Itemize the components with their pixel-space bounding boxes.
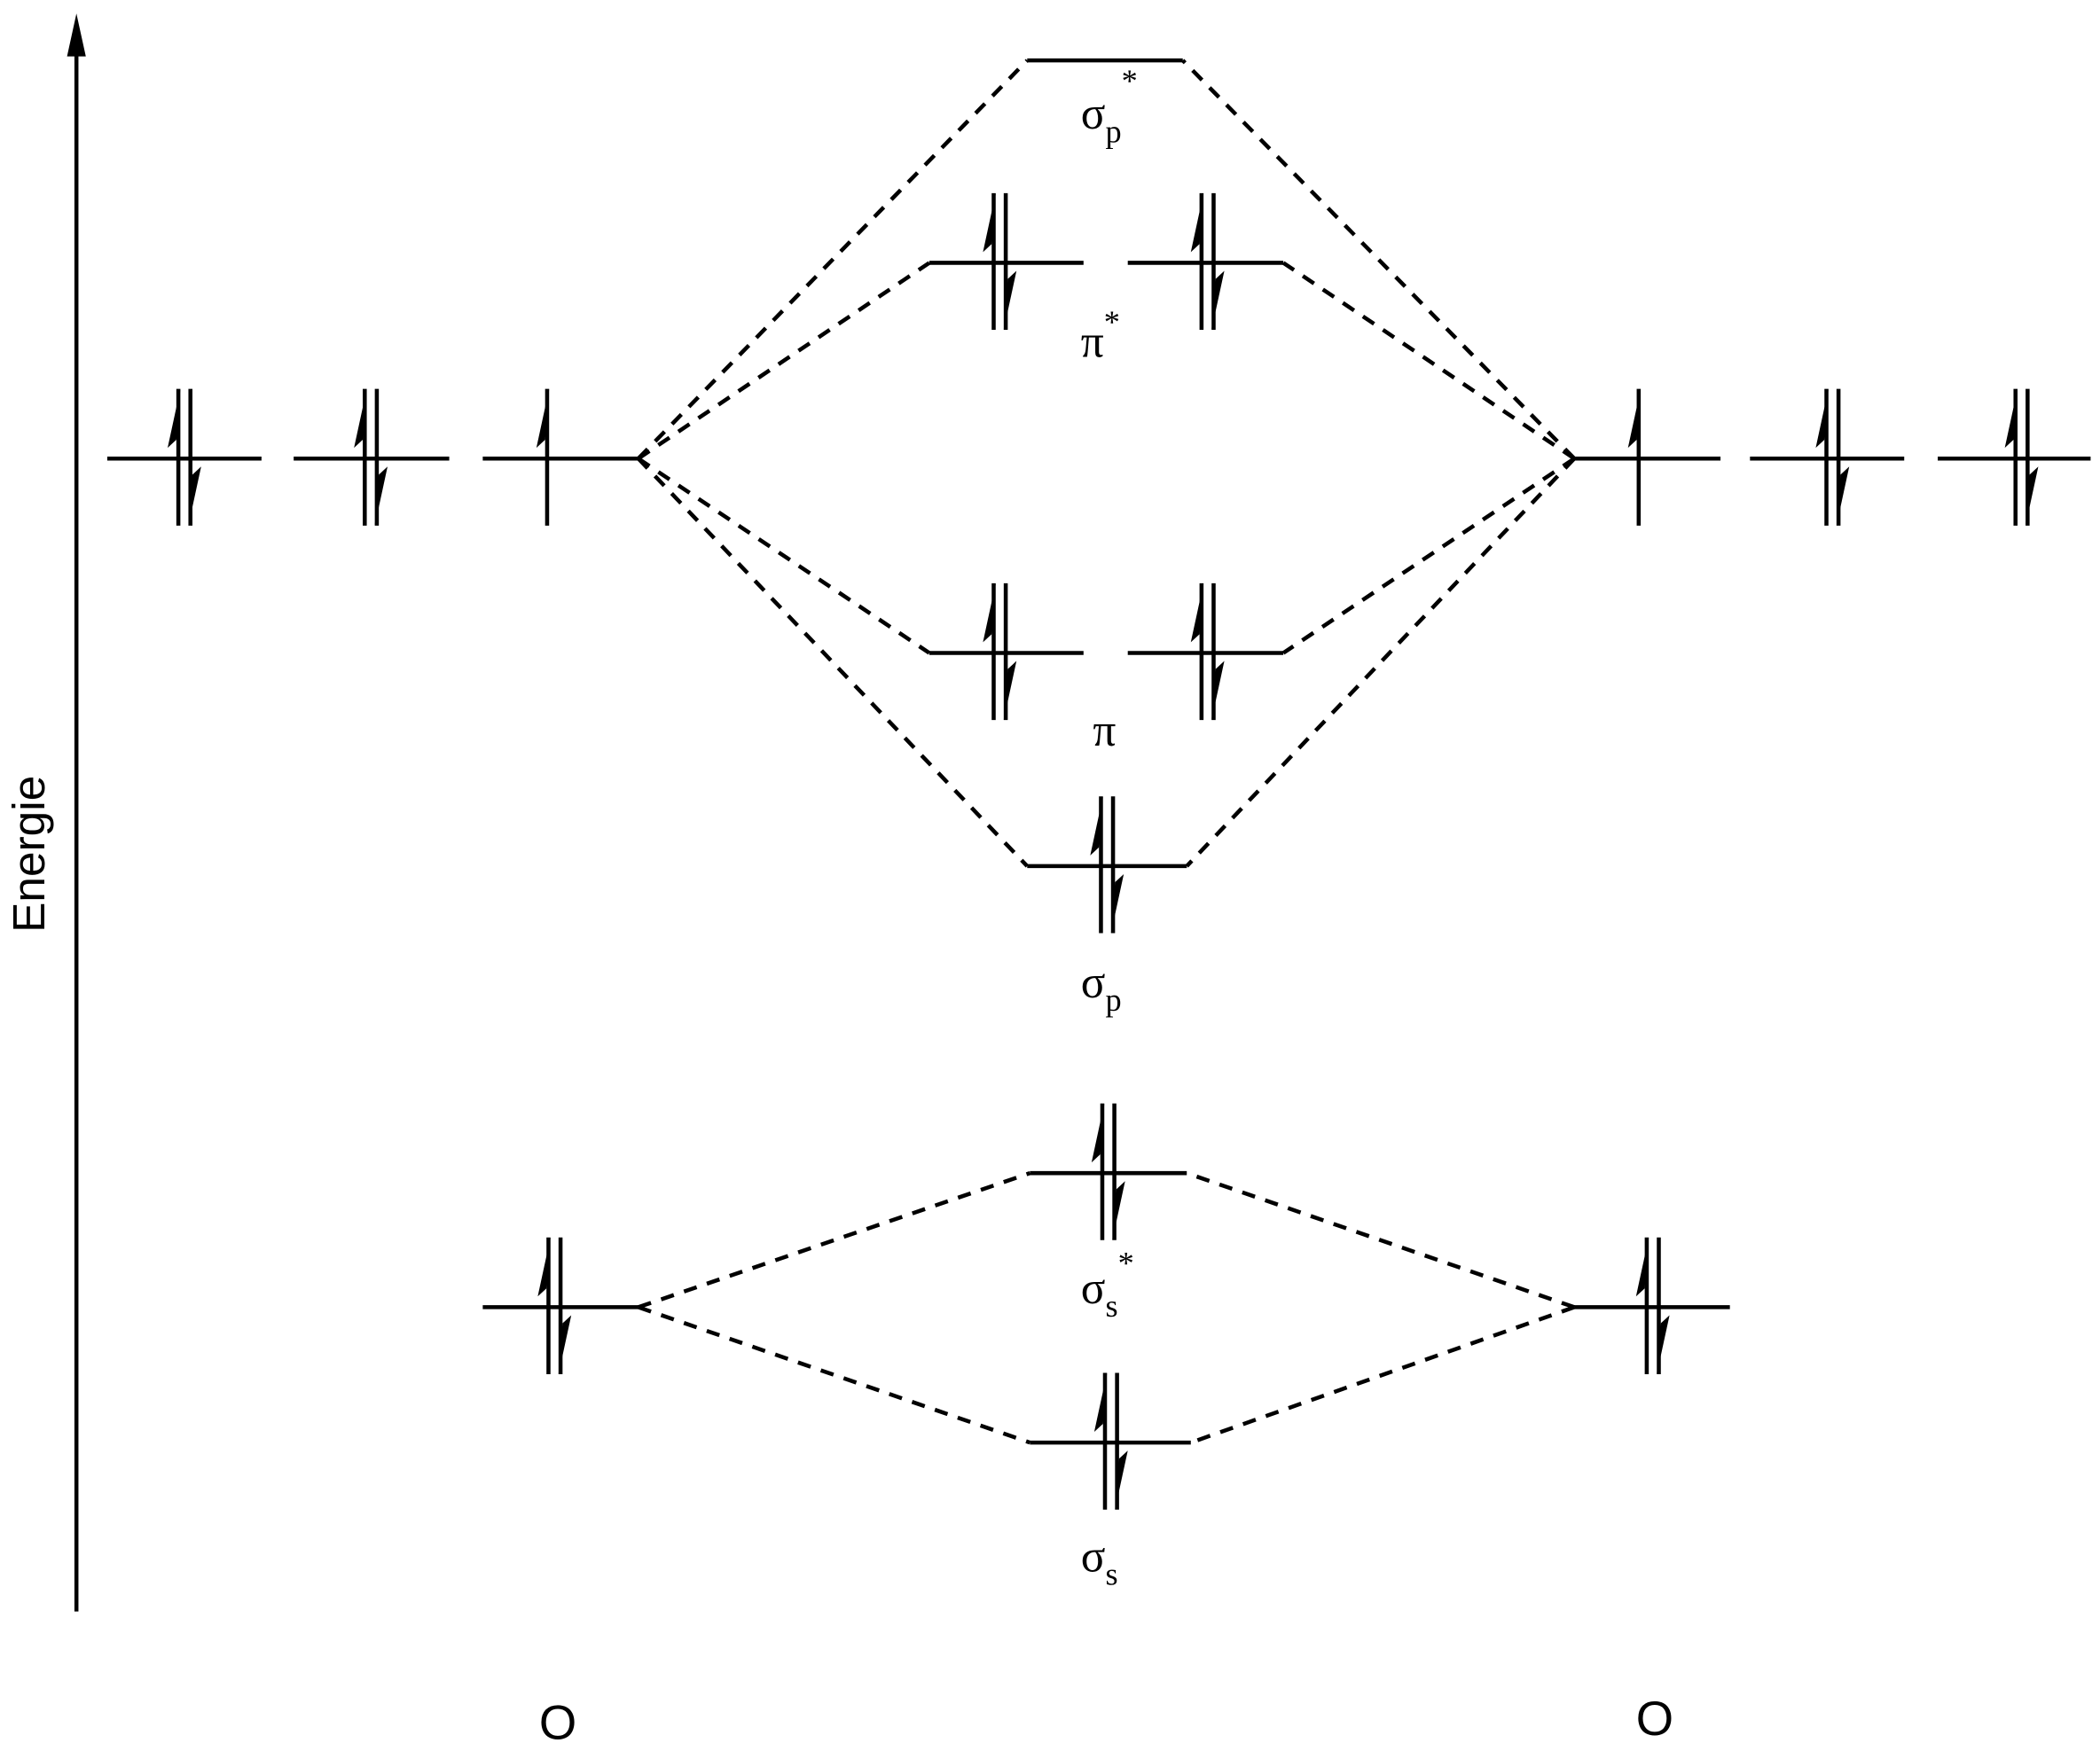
correlation-dashed-line [1181, 59, 1576, 460]
spin-up-arrow-icon [354, 388, 367, 449]
atom-label-right: O [1636, 1692, 1673, 1746]
label-sigma-s: σs [1081, 1531, 1118, 1591]
spin-up-arrow-icon [1190, 192, 1204, 253]
right-2p-orbital [1574, 388, 1721, 526]
pi-star-orbital-1 [929, 192, 1084, 331]
sigma-s-star-orbital [1030, 1103, 1187, 1240]
label-sigma-p: σp [1081, 958, 1122, 1018]
correlation-dashed-line [638, 1305, 1031, 1445]
correlation-dashed-line [637, 261, 931, 461]
correlation-lines [637, 59, 1576, 1445]
pi-star-orbital-2 [1127, 192, 1284, 331]
correlation-dashed-line [1281, 457, 1576, 655]
right-2s-orbital [1574, 1237, 1730, 1375]
label-pi: π [1093, 706, 1116, 756]
spin-up-arrow-icon [1627, 388, 1642, 449]
right-2p-orbital [1938, 388, 2091, 526]
atom-label-left: O [539, 1695, 576, 1749]
spin-up-arrow-icon [2004, 388, 2018, 449]
spin-up-arrow-icon [1091, 1103, 1105, 1163]
spin-up-arrow-icon [1815, 388, 1829, 449]
correlation-dashed-line [638, 1171, 1031, 1309]
correlation-dashed-line [1186, 1171, 1575, 1309]
spin-up-arrow-icon [1090, 796, 1103, 856]
spin-up-arrow-icon [1093, 1372, 1108, 1433]
left-2p-orbital [482, 388, 639, 526]
energy-axis-label: Energie [3, 776, 54, 933]
correlation-dashed-line [637, 457, 1029, 868]
arrow-up-icon [67, 13, 86, 57]
label-sigma-s-star: σs* [1081, 1246, 1134, 1324]
correlation-dashed-line [1281, 261, 1576, 461]
pi-orbital-1 [929, 582, 1084, 721]
spin-up-arrow-icon [536, 388, 550, 449]
right-2p-orbital [1750, 388, 1905, 526]
left-2p-orbital [294, 388, 450, 526]
sigma-s-orbital [1030, 1372, 1191, 1510]
left-2s-orbital [482, 1237, 639, 1375]
pi-orbital-2 [1127, 582, 1284, 721]
left-2p-orbital [106, 388, 262, 526]
spin-down-arrow-icon [1115, 1450, 1128, 1510]
label-pi-star: π* [1081, 304, 1120, 367]
sigma-p-orbital [1027, 796, 1187, 934]
energy-axis: Energie [3, 13, 86, 1612]
correlation-dashed-line [1190, 1305, 1575, 1445]
correlation-dashed-line [637, 59, 1029, 460]
spin-up-arrow-icon [1190, 582, 1204, 643]
label-sigma-p-star: σp* [1081, 63, 1138, 149]
correlation-dashed-line [637, 457, 931, 655]
correlation-dashed-line [1185, 457, 1576, 868]
